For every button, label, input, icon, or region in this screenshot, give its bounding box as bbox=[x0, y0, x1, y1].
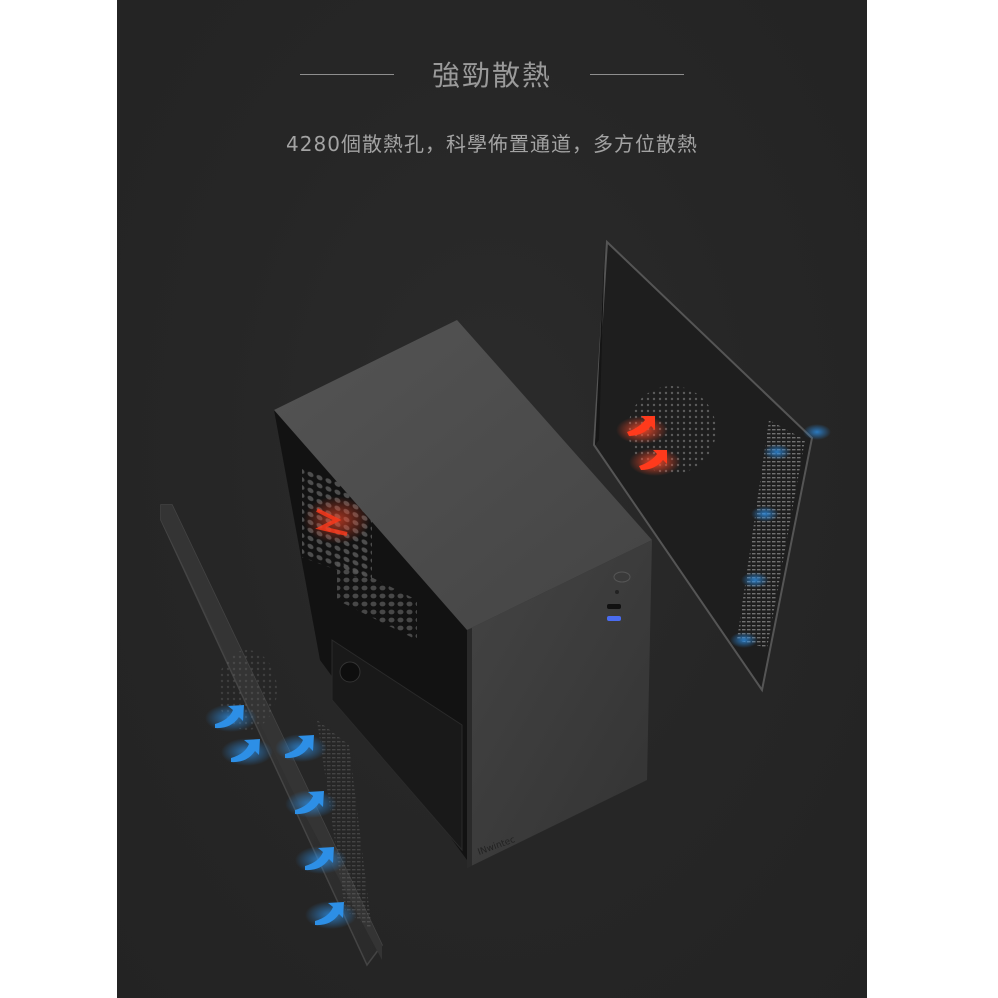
feature-title: 強勁散熱 bbox=[431, 59, 552, 92]
pc-case-illustration: INwintec bbox=[160, 239, 831, 967]
cool-air-arrow-icon bbox=[231, 739, 260, 763]
power-button[interactable] bbox=[613, 571, 631, 583]
side-vent-strip bbox=[737, 420, 805, 648]
cool-air-arrow-icon bbox=[285, 735, 314, 759]
product-feature-panel: 強勁散熱 4280個散熱孔，科學佈置通道，多方位散熱 bbox=[117, 0, 867, 998]
case-top-panel bbox=[274, 320, 652, 630]
cool-air-arrow-icon bbox=[315, 902, 344, 926]
cool-air-arrows bbox=[205, 704, 357, 929]
feature-subtitle: 4280個散熱孔，科學佈置通道，多方位散熱 bbox=[286, 132, 698, 156]
right-side-panel bbox=[592, 239, 831, 693]
cool-air-arrow-icon bbox=[295, 791, 324, 815]
heading-rule-right bbox=[590, 73, 684, 75]
cool-air-arrow-icon bbox=[305, 847, 334, 871]
usb-3-port[interactable] bbox=[607, 616, 621, 621]
case-body: INwintec bbox=[274, 320, 652, 868]
left-side-panel bbox=[160, 504, 383, 967]
led-indicator bbox=[615, 590, 619, 594]
heading-rule-left bbox=[299, 73, 394, 75]
cool-air-arrow-icon bbox=[215, 705, 244, 729]
usb-c-port[interactable] bbox=[607, 604, 621, 609]
heading-row: 強勁散熱 bbox=[117, 52, 867, 96]
case-front-panel bbox=[467, 540, 652, 868]
